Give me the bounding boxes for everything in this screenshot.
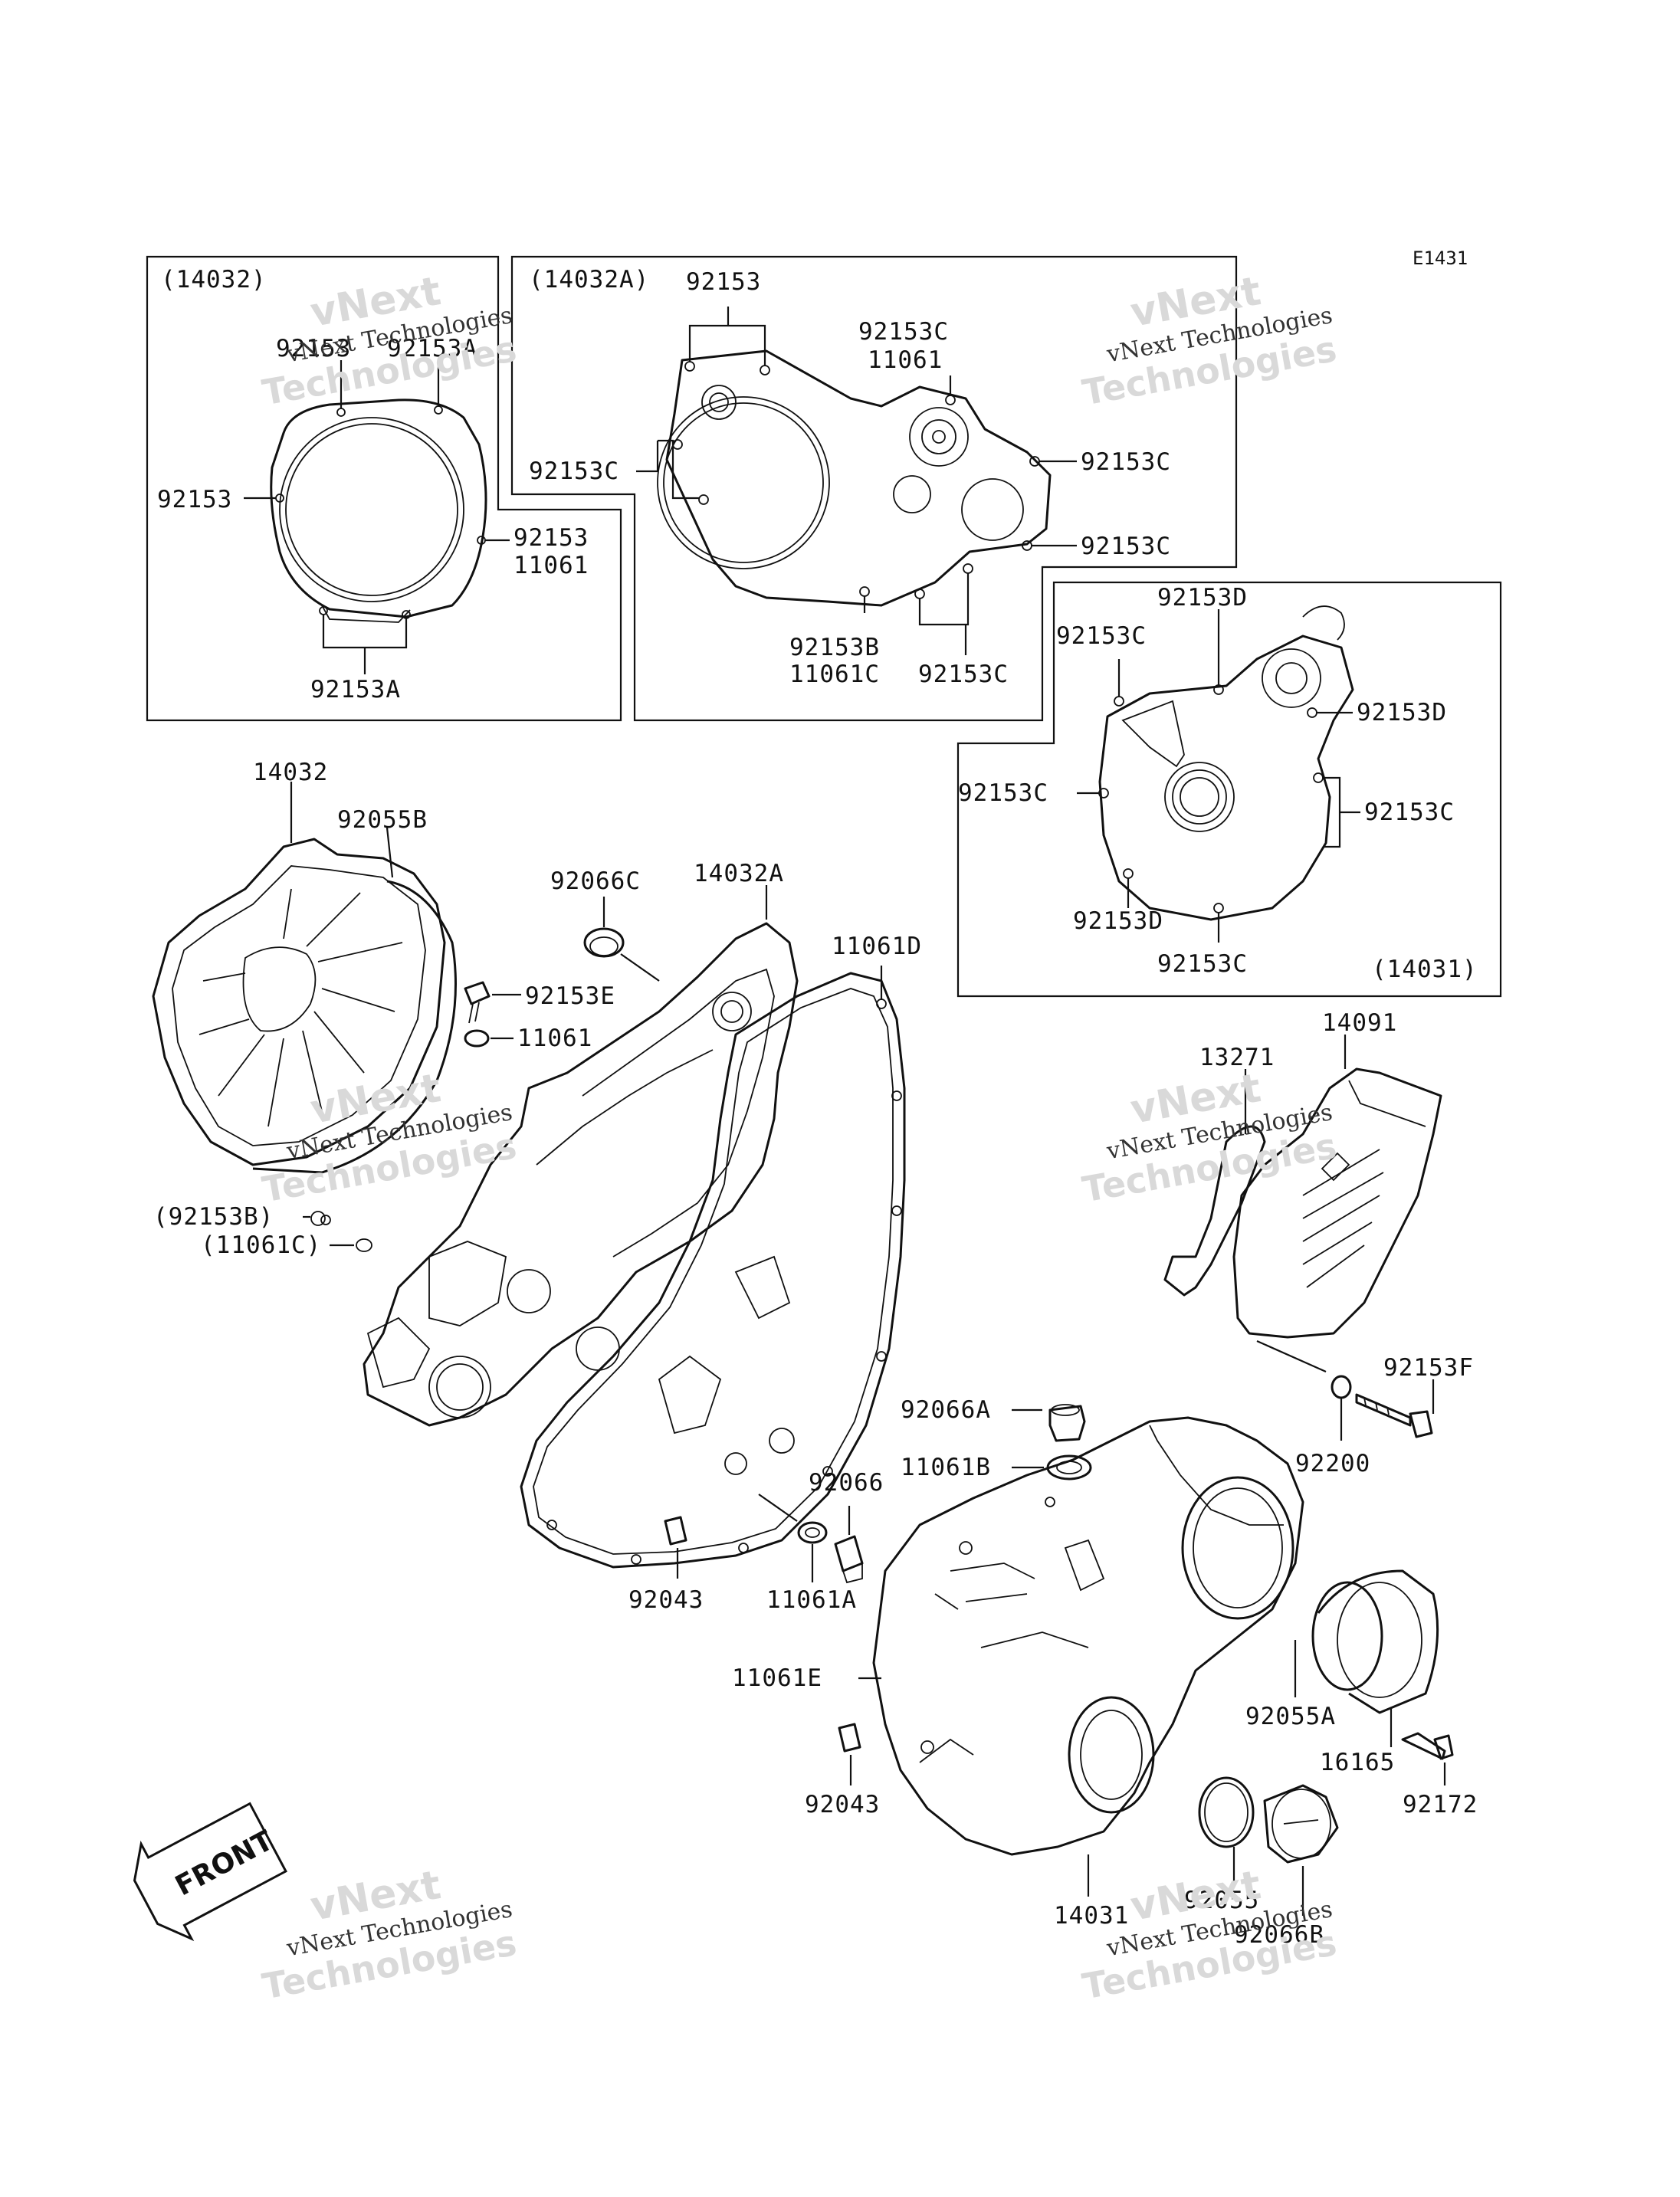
label-92153C-left: 92153C (529, 457, 619, 485)
label-92153C-bottom14031: 92153C (1157, 950, 1248, 978)
label-11061-right: 11061 (514, 552, 589, 579)
inset-14032: (14032) 92153 92153A 92153 92153 11061 9… (146, 255, 622, 722)
label-11061-top: 11061 (868, 346, 943, 374)
label-92153C-right14031: 92153C (1364, 798, 1455, 826)
label-92172: 92172 (1403, 1791, 1478, 1818)
label-16165: 16165 (1320, 1749, 1395, 1776)
watermark-2: vNext vNext Technologies Technologies (1079, 268, 1340, 413)
label-14031: 14031 (1054, 1902, 1129, 1930)
part-14031-clutch-cover (858, 1416, 1304, 1897)
label-92066: 92066 (809, 1469, 884, 1497)
label-11061B: 11061B (901, 1454, 991, 1481)
label-92153B-paren: (92153B) (153, 1203, 274, 1231)
inset-14032a: (14032A) 92153 92153C 11061 (510, 255, 1238, 722)
part-14032A-crankcase-cover (363, 885, 799, 1427)
label-92153C-right1: 92153C (1081, 448, 1171, 476)
label-92153B: 92153B (789, 634, 880, 661)
label-92066A: 92066A (901, 1396, 991, 1424)
watermark-4: vNext vNext Technologies Technologies (1079, 1065, 1340, 1210)
label-11061: 11061 (517, 1025, 592, 1052)
label-92153D-bottom: 92153D (1073, 907, 1163, 935)
drain-plug-92066 (758, 1494, 864, 1584)
label-92153-a: 92153 (276, 335, 351, 362)
label-92153D-right: 92153D (1357, 699, 1447, 726)
label-11061C: 11061C (789, 661, 880, 688)
label-92055B: 92055B (337, 806, 428, 834)
label-92153C-top: 92153C (858, 318, 949, 346)
label-92153A-top: 92153A (387, 335, 477, 362)
label-92153F: 92153F (1383, 1354, 1474, 1382)
label-11061D: 11061D (832, 933, 922, 960)
dowel-92043-right (838, 1723, 861, 1785)
label-92153C-upperleft: 92153C (1056, 622, 1147, 650)
label-92055A: 92055A (1245, 1703, 1336, 1730)
watermark-5: vNext vNext Technologies Technologies (259, 1862, 520, 2007)
label-92200: 92200 (1295, 1450, 1370, 1477)
label-92066B: 92066B (1234, 1921, 1324, 1949)
label-14032: 14032 (253, 759, 328, 786)
screw-92153B-small (303, 1211, 372, 1252)
front-arrow-icon: FRONT (133, 1802, 287, 1942)
inset-14031: (14031) 92153D 92153C 92153D 92153C 9215… (956, 581, 1502, 998)
label-92153-left: 92153 (157, 486, 232, 513)
gasket-11061D (520, 966, 906, 1569)
seal-92066C (583, 897, 660, 982)
label-13271: 13271 (1199, 1044, 1275, 1071)
diagram-code: E1431 (1413, 248, 1468, 269)
cap-16165 (1294, 1569, 1439, 1747)
label-92153C-right2: 92153C (1081, 533, 1171, 560)
inset-14031-title: (14031) (1372, 956, 1478, 983)
label-11061E: 11061E (732, 1664, 822, 1692)
label-92153A-bottom: 92153A (310, 676, 401, 703)
dowel-92043-left (664, 1516, 687, 1579)
plug-92066A (1012, 1404, 1092, 1481)
part-14091-chain-cover (1163, 1035, 1442, 1373)
part-14032-ignition-cover (152, 782, 457, 1174)
bolt-92172 (1401, 1732, 1454, 1785)
label-92153C-bottom: 92153C (918, 661, 1009, 688)
bolt-92153F (1331, 1375, 1435, 1441)
label-14032A: 14032A (694, 860, 784, 887)
inset-14032a-title: (14032A) (529, 266, 649, 293)
label-92153-right: 92153 (514, 524, 589, 552)
label-11061A: 11061A (766, 1586, 857, 1614)
label-11061C-paren: (11061C) (201, 1231, 321, 1259)
label-92153E: 92153E (525, 982, 615, 1010)
label-92043-right: 92043 (805, 1791, 880, 1818)
bolt-92153E (464, 981, 521, 1048)
label-14091: 14091 (1322, 1009, 1397, 1037)
label-92153-top: 92153 (686, 268, 761, 296)
label-92153D-top: 92153D (1157, 584, 1248, 612)
plug-92066B (1198, 1776, 1339, 1916)
inset-14032-title: (14032) (161, 266, 267, 293)
label-92066C: 92066C (550, 867, 641, 895)
label-92153C-left14031: 92153C (958, 779, 1048, 807)
label-92043-left: 92043 (628, 1586, 704, 1614)
label-92055: 92055 (1184, 1887, 1259, 1914)
